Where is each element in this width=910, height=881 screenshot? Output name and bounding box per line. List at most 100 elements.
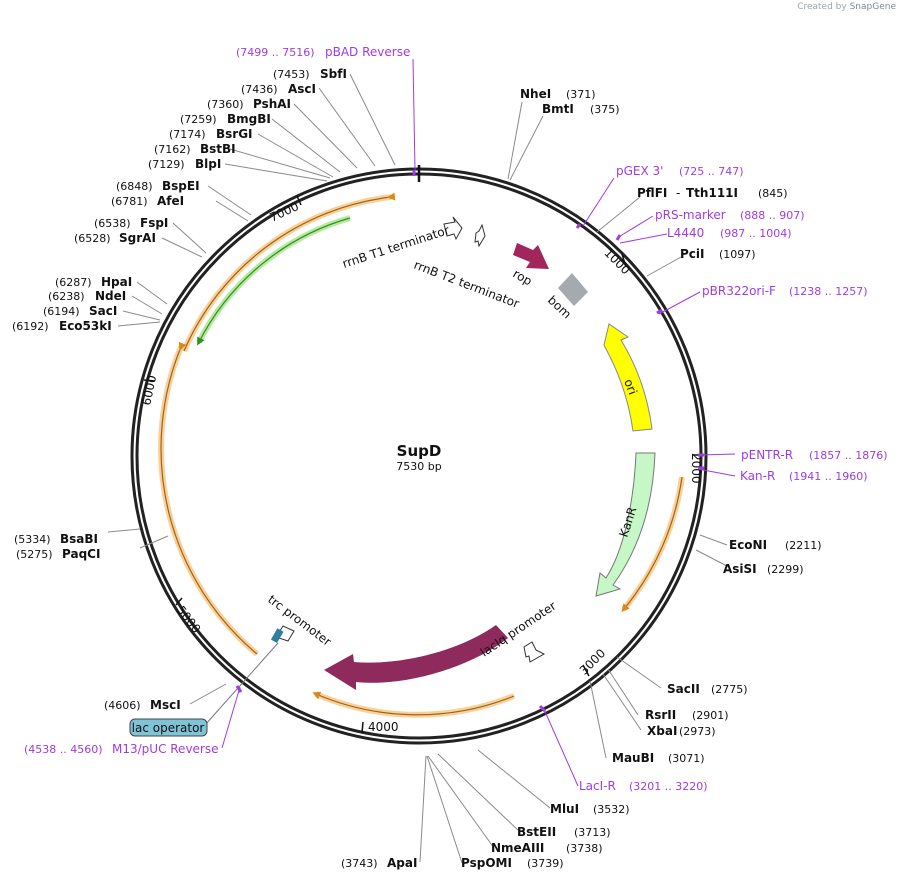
enzyme-pspomi: PspOMI (3739) <box>461 856 564 870</box>
primer-name: M13/pUC Reverse <box>112 742 219 756</box>
enzyme-name: PciI <box>680 247 705 261</box>
enzyme-position: (6192) <box>12 320 49 333</box>
enzyme-name: SbfI <box>320 67 347 81</box>
tick-label-1000: 1000 <box>601 246 632 277</box>
orf-arcs <box>158 192 685 718</box>
enzyme-asisi: AsiSI (2299) <box>723 562 804 576</box>
enzyme-sbfi: (7453) SbfI <box>273 67 347 81</box>
enzyme-name: BmgBI <box>227 112 271 126</box>
feature-bom-box <box>558 273 588 306</box>
feature-laciq-promoter-arrow <box>523 641 546 663</box>
primer-name: Kan-R <box>740 469 775 483</box>
plasmid-name: SupD <box>397 442 442 460</box>
enzyme-maubi: MauBI (3071) <box>612 751 705 765</box>
enzyme-position: (5334) <box>14 533 51 546</box>
feature-ori-arrow <box>603 323 653 432</box>
enzyme-bmti: BmtI (375) <box>542 102 620 116</box>
enzyme-name: AsiSI <box>723 562 757 576</box>
orf-arc-green <box>196 215 351 344</box>
tick-label-3000: 3000 <box>577 646 608 677</box>
enzyme-pflfi: PflFI - Tth111I (845) <box>637 186 788 200</box>
primer-site-marks <box>235 170 704 713</box>
primer-labels: (7499 .. 7516) pBAD Reverse pGEX 3' (725… <box>24 45 888 793</box>
enzyme-pshai: (7360) PshAI <box>207 97 291 111</box>
enzyme-position: (3738) <box>566 842 603 855</box>
plasmid-length: 7530 bp <box>396 460 441 473</box>
features <box>270 216 656 690</box>
enzyme-position: (6538) <box>94 217 131 230</box>
enzyme-name: SacI <box>89 304 117 318</box>
enzyme-name: NmeAIII <box>491 841 544 855</box>
enzyme-position: (6528) <box>74 232 111 245</box>
enzyme-position: (3739) <box>527 857 564 870</box>
enzyme-position: (7129) <box>148 158 185 171</box>
enzyme-bsrgi: (7174) BsrGI <box>169 127 253 141</box>
primer-range: (4538 .. 4560) <box>24 743 103 756</box>
primer-pgex-3: pGEX 3' (725 .. 747) <box>616 164 744 178</box>
feature-kanr-arrow <box>595 452 656 597</box>
enzyme-name: PshAI <box>253 97 291 111</box>
enzyme-position: (7259) <box>180 113 217 126</box>
enzyme-sacii: SacII (2775) <box>667 682 748 696</box>
primer-range: (987 .. 1004) <box>720 227 792 240</box>
enzyme-name: PflFI <box>637 186 667 200</box>
enzyme-name: FspI <box>140 216 168 230</box>
enzyme-name: BsaBI <box>60 532 98 546</box>
primer-name: pENTR-R <box>741 448 793 462</box>
enzyme-nhei: NheI (371) <box>520 87 596 101</box>
feature-trc-promoter-arrow <box>275 625 295 642</box>
primer-range: (7499 .. 7516) <box>236 46 315 59</box>
enzyme-name: NheI <box>520 87 551 101</box>
enzyme-asci: (7436) AscI <box>241 82 316 96</box>
primer-name: pBR322ori-F <box>702 284 776 298</box>
primer-range: (888 .. 907) <box>740 209 805 222</box>
enzyme-position: (2973) <box>679 725 716 738</box>
enzyme-position: (5275) <box>16 548 53 561</box>
enzyme-position: (7360) <box>207 98 244 111</box>
primer-kan-r: Kan-R (1941 .. 1960) <box>740 469 868 483</box>
enzyme-name: SacII <box>667 682 700 696</box>
enzyme-position: (375) <box>590 103 620 116</box>
primer-range: (1238 .. 1257) <box>789 285 868 298</box>
enzyme-position: (6848) <box>116 180 153 193</box>
enzyme-position: (845) <box>758 187 788 200</box>
enzyme-name: AscI <box>288 82 316 96</box>
enzyme-position: (6287) <box>55 276 92 289</box>
enzyme-position: (3743) <box>341 857 378 870</box>
orf-arc-top <box>181 194 392 353</box>
primer-range: (725 .. 747) <box>679 165 744 178</box>
enzyme-position: (6238) <box>48 290 85 303</box>
enzyme-name: PaqCI <box>62 547 100 561</box>
tick-label-2000: 2000 <box>689 453 703 484</box>
feature-laci-arrow <box>324 625 508 690</box>
enzyme-name: BstEII <box>517 825 556 839</box>
enzyme-ndei: (6238) NdeI <box>48 289 126 303</box>
leader-lines <box>107 73 728 864</box>
primer-prs-marker: pRS-marker (888 .. 907) <box>655 208 805 222</box>
enzyme-bsabi: (5334) BsaBI <box>14 532 98 546</box>
enzyme-position: (3532) <box>593 803 630 816</box>
primer-range: (1857 .. 1876) <box>809 449 888 462</box>
enzyme-nmeaiii: NmeAIII (3738) <box>491 841 603 855</box>
enzyme-position: (2299) <box>767 563 804 576</box>
enzyme-name: EcoNI <box>729 538 767 552</box>
enzyme-bsteii: BstEII (3713) <box>517 825 611 839</box>
enzyme-position: (7162) <box>154 143 191 156</box>
label-lac-operator: lac operator <box>132 721 205 735</box>
primer-name: LacI-R <box>579 779 616 793</box>
enzyme-separator: - <box>676 186 680 200</box>
enzyme-position: (3071) <box>668 752 705 765</box>
tick-label-4000: 4000 <box>368 720 399 734</box>
primer-pbr322ori-f: pBR322ori-F (1238 .. 1257) <box>702 284 868 298</box>
primer-name: L4440 <box>667 226 704 240</box>
enzyme-name: PspOMI <box>461 856 512 870</box>
enzyme-position: (371) <box>566 88 596 101</box>
enzyme-name: BlpI <box>195 157 221 171</box>
enzyme-hpai: (6287) HpaI <box>55 275 132 289</box>
primer-range: (3201 .. 3220) <box>629 780 708 793</box>
enzyme-name: BstBI <box>200 142 236 156</box>
enzyme-name: Eco53kI <box>59 319 112 333</box>
enzyme-position: (2211) <box>785 539 822 552</box>
enzyme-xbai: XbaI (2973) <box>647 724 716 738</box>
